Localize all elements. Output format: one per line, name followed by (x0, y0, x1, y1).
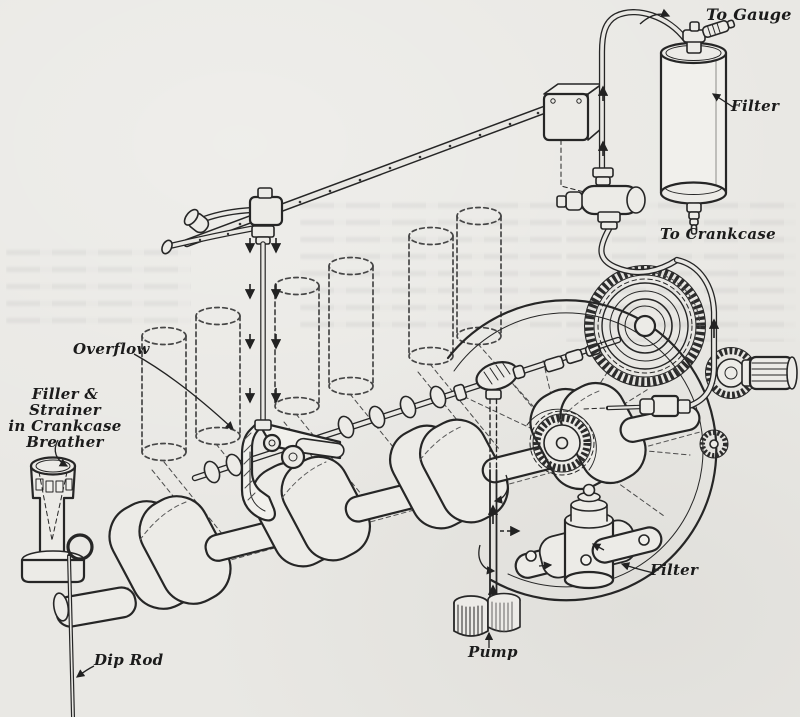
bleed-through-text (300, 196, 562, 336)
overflow-pipe (244, 238, 282, 431)
strainer-slots (35, 478, 73, 493)
crankshaft-gear (705, 347, 798, 399)
label-to-crankcase: To Crankcase (660, 225, 776, 243)
label-filler-strainer: Filler & Strainer in Crankcase Breather (8, 385, 122, 451)
capped-elbow (183, 208, 210, 234)
check-valve-fitting (583, 394, 691, 418)
gauge-line-nipple (701, 19, 736, 39)
junction-block (542, 83, 603, 196)
label-pump: Pump (468, 643, 518, 661)
idler-gear (699, 429, 729, 459)
label-filter-lower: Filter (650, 561, 699, 579)
timing-gear (584, 265, 706, 387)
oil-pump (453, 389, 521, 637)
filler-breather (20, 456, 86, 584)
auxiliary-filter (500, 483, 663, 590)
oil-flow-down-arrows (244, 238, 282, 404)
oil-distributing-pipe (161, 83, 603, 255)
gauge-pipe (556, 8, 720, 418)
valve-fitting (556, 167, 646, 230)
label-overflow: Overflow (73, 340, 150, 358)
pump-drive-worm-gear (475, 361, 526, 391)
main-oil-filter (659, 19, 736, 235)
splined-shaft-end (748, 355, 794, 391)
label-filter-upper: Filter (731, 97, 780, 115)
label-to-gauge: To Gauge (706, 5, 792, 24)
dip-rod (66, 533, 94, 717)
bleed-through-text (6, 243, 191, 331)
filter-top-fitting (682, 19, 736, 54)
overflow-trough (240, 420, 345, 522)
internal-pinion-gear (526, 408, 597, 476)
tee-junction (248, 195, 284, 227)
filter-body (563, 483, 615, 590)
crankcase-drain-nipple (686, 202, 702, 235)
pump-gears (453, 592, 521, 637)
label-dip-rod: Dip Rod (94, 651, 164, 669)
camshaft (191, 336, 622, 484)
caption-leader-arrows (54, 93, 734, 678)
crankshaft (52, 381, 701, 628)
